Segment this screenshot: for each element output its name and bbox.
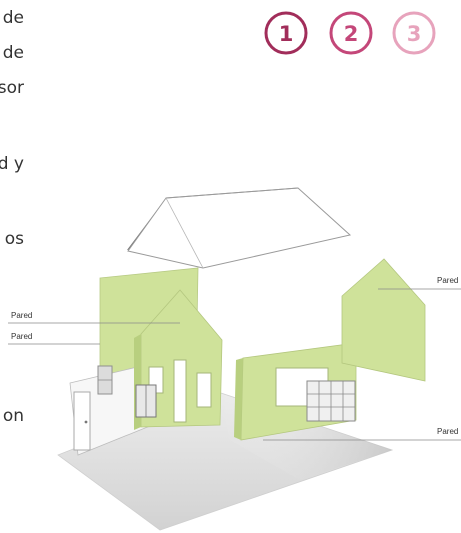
step-1-circle [264, 11, 308, 55]
text-fragment-6: on [2, 406, 24, 426]
roof-white-face [127, 187, 352, 269]
gable-window-right [196, 372, 212, 408]
text-fragment-2: de [2, 43, 24, 63]
step-3-number: 3 [407, 22, 422, 46]
label-pared-right-gable: Pared [437, 276, 459, 285]
grid-window-panel [306, 380, 356, 422]
step-1-number: 1 [279, 22, 294, 46]
label-pared-side-wall: Pared [11, 332, 33, 341]
gable-doorway [173, 359, 187, 423]
step-3-circle [392, 11, 436, 55]
door [73, 391, 91, 451]
step-indicator: 1 2 3 [264, 11, 436, 55]
step-2-circle [329, 11, 373, 55]
text-fragment-1: de [2, 8, 24, 28]
front-right-wall-side [234, 358, 243, 440]
label-pared-back-wall: Pared [11, 311, 33, 320]
label-pared-front-wall: Pared [437, 427, 459, 436]
roof-ridge [165, 187, 299, 199]
text-fragment-5: os [4, 229, 24, 249]
text-fragment-4: d y [0, 154, 24, 174]
right-gable-wall [341, 258, 426, 382]
door-knob [84, 420, 88, 424]
text-fragment-3: sor [0, 78, 24, 98]
step-3-badge[interactable]: 3 [392, 11, 436, 55]
step-1-badge[interactable]: 1 [264, 11, 308, 55]
roof-fold [165, 197, 204, 269]
step-2-badge[interactable]: 2 [329, 11, 373, 55]
step-2-number: 2 [344, 22, 359, 46]
